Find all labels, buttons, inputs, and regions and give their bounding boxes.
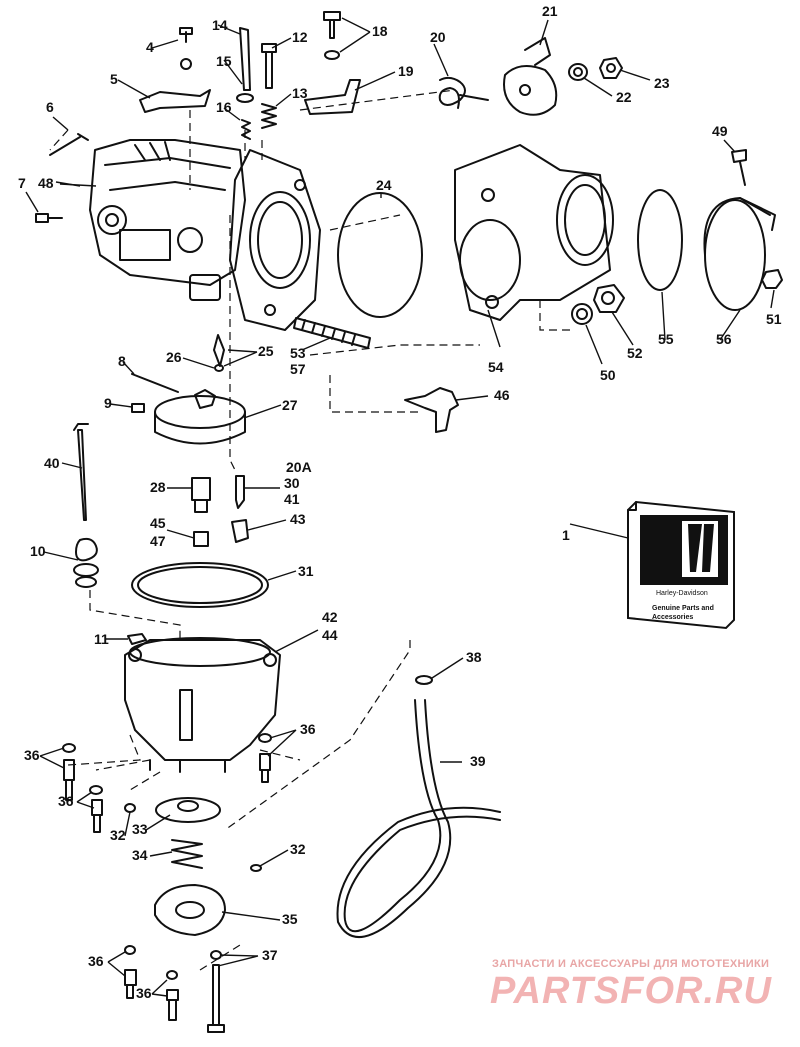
callout-34: 34 xyxy=(132,847,148,863)
callout-28: 28 xyxy=(150,479,166,495)
callout-43: 43 xyxy=(290,511,306,527)
callout-9: 9 xyxy=(104,395,112,411)
card-text: Genuine Parts and Accessories xyxy=(652,605,714,621)
callout-18: 18 xyxy=(372,23,388,39)
float-bowl xyxy=(124,637,281,773)
callout-27: 27 xyxy=(282,397,298,413)
callout-31: 31 xyxy=(298,563,314,579)
callout-54: 54 xyxy=(488,359,504,375)
throttle-flange xyxy=(229,149,321,331)
callout-25: 25 xyxy=(258,343,274,359)
callout-45: 45 xyxy=(150,515,166,531)
callout-24: 24 xyxy=(376,177,392,193)
callout-labels: 14567891011121314151618192020A2122232425… xyxy=(18,3,782,1001)
callout-48: 48 xyxy=(38,175,54,191)
callout-38: 38 xyxy=(466,649,482,665)
small-parts-top xyxy=(35,11,783,433)
card-brand: Harley-Davidson xyxy=(656,590,708,597)
callout-51: 51 xyxy=(766,311,782,327)
callout-20a: 20A xyxy=(286,459,312,475)
callout-39: 39 xyxy=(470,753,486,769)
callout-20: 20 xyxy=(430,29,446,45)
vent-hose xyxy=(336,675,501,939)
callout-30: 30 xyxy=(284,475,300,491)
callout-6: 6 xyxy=(46,99,54,115)
callout-52: 52 xyxy=(627,345,643,361)
callout-44: 44 xyxy=(322,627,338,643)
callout-42: 42 xyxy=(322,609,338,625)
callout-22: 22 xyxy=(616,89,632,105)
callout-36: 36 xyxy=(300,721,316,737)
callout-36: 36 xyxy=(136,985,152,1001)
callout-32: 32 xyxy=(290,841,306,857)
callout-26: 26 xyxy=(166,349,182,365)
accelerator-pump xyxy=(62,733,272,1033)
callout-4: 4 xyxy=(146,39,154,55)
callout-55: 55 xyxy=(658,331,674,347)
watermark-tagline: ЗАПЧАСТИ И АКСЕССУАРЫ ДЛЯ МОТОТЕХНИКИ xyxy=(492,958,770,970)
callout-50: 50 xyxy=(600,367,616,383)
intake-manifold xyxy=(454,144,614,321)
callout-15: 15 xyxy=(216,53,232,69)
callout-5: 5 xyxy=(110,71,118,87)
seal-55 xyxy=(637,189,683,291)
callout-41: 41 xyxy=(284,491,300,507)
o-ring-24 xyxy=(337,192,423,318)
watermark-logo: PARTSFOR.RU xyxy=(490,970,772,1012)
callout-53: 53 xyxy=(290,345,306,361)
callout-16: 16 xyxy=(216,99,232,115)
callout-49: 49 xyxy=(712,123,728,139)
callout-12: 12 xyxy=(292,29,308,45)
callout-47: 47 xyxy=(150,533,166,549)
assembly-guide-lines xyxy=(49,89,575,971)
callout-37: 37 xyxy=(262,947,278,963)
callout-8: 8 xyxy=(118,353,126,369)
callout-21: 21 xyxy=(542,3,558,19)
callout-23: 23 xyxy=(654,75,670,91)
clamp-56 xyxy=(703,197,776,311)
callout-10: 10 xyxy=(30,543,46,559)
callout-36: 36 xyxy=(88,953,104,969)
callout-11: 11 xyxy=(94,631,109,647)
callout-57: 57 xyxy=(290,361,306,377)
float-assembly xyxy=(73,373,269,645)
carburetor-body xyxy=(89,139,246,301)
leader-lines xyxy=(25,17,775,997)
callout-19: 19 xyxy=(398,63,414,79)
product-card xyxy=(627,500,735,630)
callout-36: 36 xyxy=(58,793,74,809)
callout-13: 13 xyxy=(292,85,308,101)
callout-56: 56 xyxy=(716,331,732,347)
callout-40: 40 xyxy=(44,455,60,471)
callout-35: 35 xyxy=(282,911,298,927)
callout-7: 7 xyxy=(18,175,26,191)
callout-1: 1 xyxy=(562,527,570,543)
callout-33: 33 xyxy=(132,821,148,837)
callout-36: 36 xyxy=(24,747,40,763)
callout-14: 14 xyxy=(212,17,228,33)
callout-32: 32 xyxy=(110,827,126,843)
callout-46: 46 xyxy=(494,387,510,403)
